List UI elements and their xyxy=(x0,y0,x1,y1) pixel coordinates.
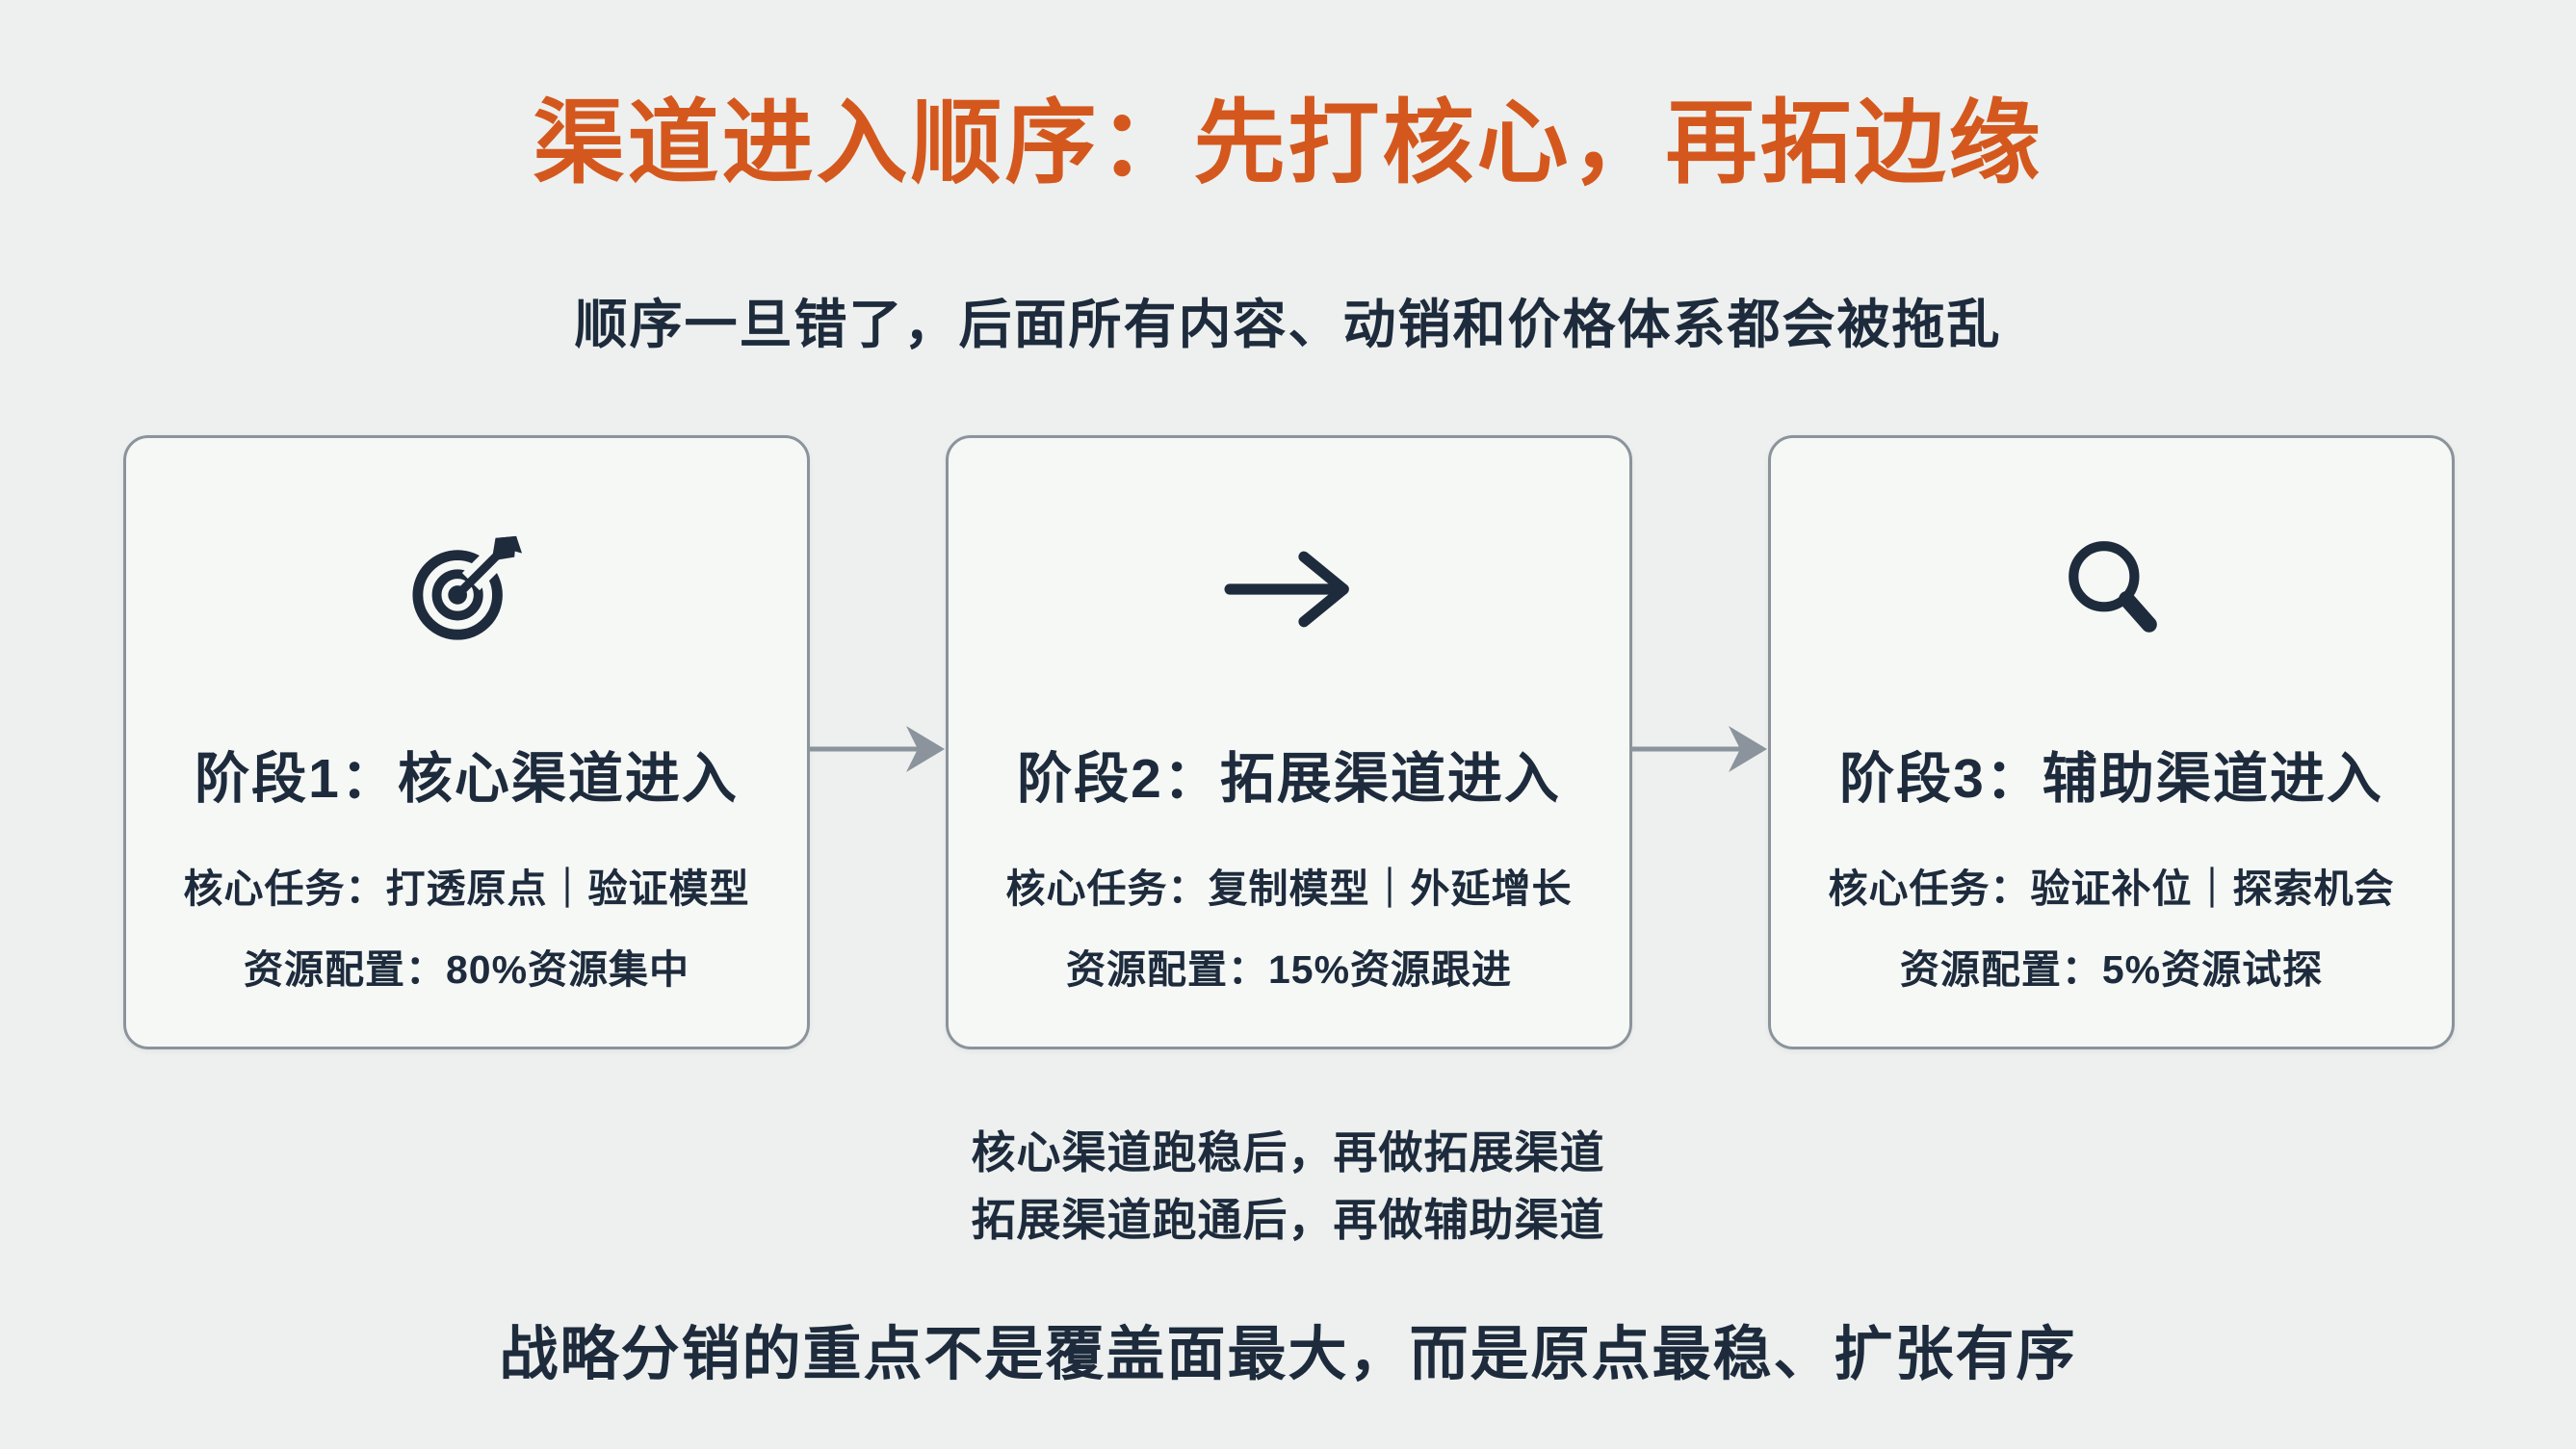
page-title: 渠道进入顺序：先打核心，再拓边缘 xyxy=(533,92,2043,194)
stage-3-title: 阶段3：辅助渠道进入 xyxy=(1839,748,2383,810)
sequence-note-1: 核心渠道跑稳后，再做拓展渠道 xyxy=(971,1127,1605,1177)
flow-arrow-1 xyxy=(810,726,945,772)
stage-1-task: 核心任务：打透原点｜验证模型 xyxy=(183,867,750,911)
page-subtitle: 顺序一旦错了，后面所有内容、动销和价格体系都会被拖乱 xyxy=(574,295,2002,354)
stage-3-task: 核心任务：验证补位｜探索机会 xyxy=(1828,867,2395,911)
sequence-notes: 核心渠道跑稳后，再做拓展渠道 拓展渠道跑通后，再做辅助渠道 xyxy=(0,1119,2576,1254)
stages-row: 阶段1：核心渠道进入 核心任务：打透原点｜验证模型 资源配置：80%资源集中 阶… xyxy=(123,435,2455,1049)
stage-card-2: 阶段2：拓展渠道进入 核心任务：复制模型｜外延增长 资源配置：15%资源跟进 xyxy=(946,435,1632,1049)
flow-arrow-2 xyxy=(1632,726,1767,772)
stage-card-3: 阶段3：辅助渠道进入 核心任务：验证补位｜探索机会 资源配置：5%资源试探 xyxy=(1768,435,2455,1049)
stage-card-1: 阶段1：核心渠道进入 核心任务：打透原点｜验证模型 资源配置：80%资源集中 xyxy=(123,435,810,1049)
search-icon xyxy=(2058,532,2166,646)
arrow-right-icon xyxy=(1217,532,1362,646)
stage-3-resource: 资源配置：5%资源试探 xyxy=(1899,947,2324,992)
stage-2-title: 阶段2：拓展渠道进入 xyxy=(1017,748,1561,810)
stage-2-resource: 资源配置：15%资源跟进 xyxy=(1065,947,1513,992)
sequence-note-2: 拓展渠道跑通后，再做辅助渠道 xyxy=(971,1195,1605,1245)
target-icon xyxy=(410,532,524,646)
stage-1-title: 阶段1：核心渠道进入 xyxy=(195,748,739,810)
stage-2-task: 核心任务：复制模型｜外延增长 xyxy=(1005,867,1573,911)
stage-1-resource: 资源配置：80%资源集中 xyxy=(243,947,690,992)
footer-takeaway: 战略分销的重点不是覆盖面最大，而是原点最稳、扩张有序 xyxy=(499,1321,2077,1386)
